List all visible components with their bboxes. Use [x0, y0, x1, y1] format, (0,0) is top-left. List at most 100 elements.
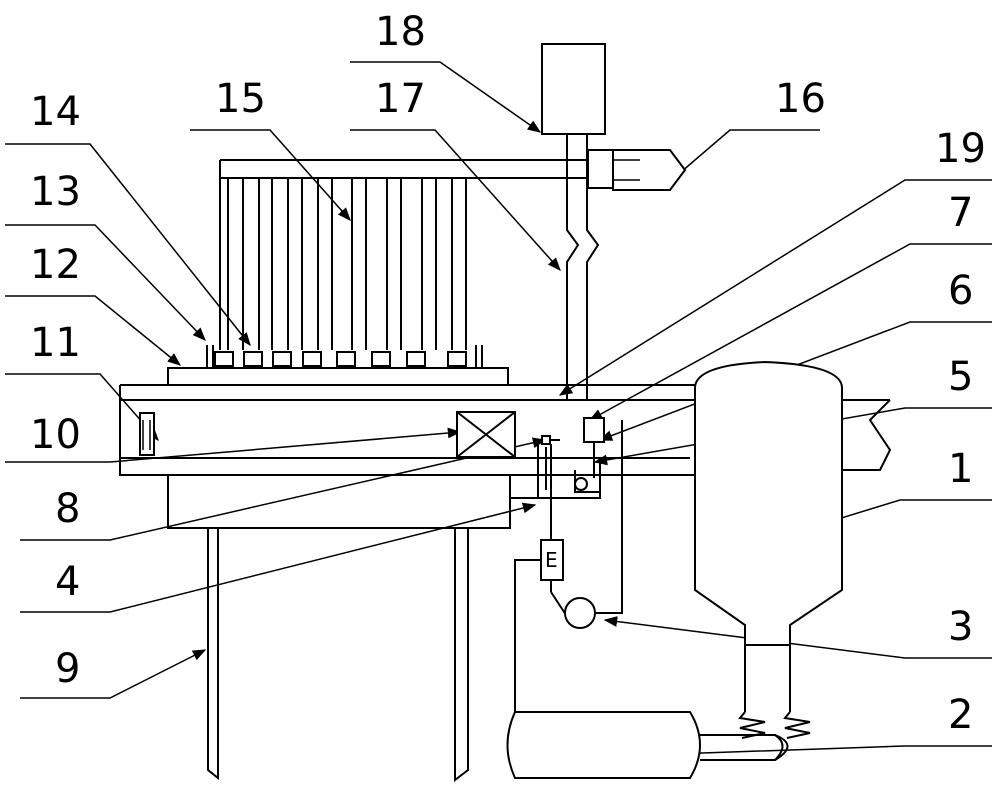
holder-1 [214, 351, 234, 367]
leader-4 [20, 502, 537, 613]
rod-1 [227, 178, 244, 350]
pulley [574, 477, 588, 491]
label-5: 5 [948, 354, 973, 400]
pump-wire [595, 420, 623, 614]
leader-7 [588, 243, 992, 421]
top-motor-assembly [541, 43, 606, 400]
label-12: 12 [30, 242, 81, 288]
side-motor-detail [613, 159, 640, 181]
leader-10 [5, 427, 462, 463]
side-motor [612, 149, 687, 191]
rod-array [219, 160, 467, 350]
leader-11 [5, 373, 159, 442]
holder-post-right [475, 345, 483, 368]
holder-2 [243, 351, 263, 367]
leader-17 [350, 129, 561, 272]
platform [167, 367, 509, 386]
leader-14 [5, 143, 251, 347]
leg-right [454, 528, 469, 783]
leader-18 [350, 61, 542, 133]
housing-outline [167, 475, 511, 529]
inner-pipe [537, 440, 547, 498]
tank-body [694, 360, 843, 646]
label-18: 18 [375, 9, 426, 55]
cylinder-tube-end [774, 734, 789, 761]
label-9: 9 [55, 646, 80, 692]
cylinder-tube [700, 734, 784, 761]
float-element [583, 417, 605, 443]
end-block [139, 412, 155, 456]
rod-3 [287, 178, 303, 350]
side-motor-assembly [220, 149, 687, 191]
meter-wire [514, 559, 541, 722]
rod-5 [351, 178, 367, 350]
label-19: 19 [935, 126, 986, 172]
side-coupling [587, 149, 614, 189]
end-block-detail [142, 420, 151, 450]
leader-3 [603, 616, 992, 659]
holders [206, 345, 483, 368]
rod-8 [451, 178, 467, 350]
pump-circle [564, 597, 596, 629]
motor-box [541, 43, 606, 135]
leader-16 [658, 129, 820, 191]
label-17: 17 [375, 76, 426, 122]
holder-5 [336, 351, 356, 367]
label-8: 8 [55, 486, 80, 532]
holder-8 [447, 351, 467, 367]
label-13: 13 [30, 169, 81, 215]
leg-left [207, 528, 219, 781]
label-3: 3 [948, 604, 973, 650]
channel-break-right [842, 399, 892, 471]
label-10: 10 [30, 412, 81, 458]
pulley-frame [574, 470, 600, 493]
legs [207, 528, 469, 783]
leader-9 [20, 649, 207, 699]
meter-symbol: E [545, 548, 558, 572]
holder-6 [371, 351, 391, 367]
sensor-assembly [538, 417, 605, 619]
leader-12 [5, 295, 182, 366]
leader-19 [558, 179, 992, 396]
leader-13 [5, 224, 206, 341]
rod-2 [258, 178, 273, 350]
label-16: 16 [775, 76, 826, 122]
label-15: 15 [215, 76, 266, 122]
vertical-shaft-right [586, 134, 600, 400]
spring-right [783, 711, 811, 739]
holder-7 [406, 351, 426, 367]
label-11: 11 [30, 320, 81, 366]
meter-assembly: E [514, 420, 623, 722]
vertical-shaft-left [566, 134, 580, 400]
leader-15 [190, 129, 351, 222]
holder-post-left [206, 345, 214, 368]
tank-outlet [744, 645, 791, 712]
housing-pipe [510, 458, 601, 499]
valve-cross [456, 411, 516, 458]
label-14: 14 [30, 89, 81, 135]
leader-2 [643, 745, 992, 760]
label-1: 1 [948, 446, 973, 492]
cylinder-body [506, 711, 701, 779]
label-2: 2 [948, 692, 973, 738]
holder-4 [302, 351, 322, 367]
rod-6 [386, 178, 402, 350]
channel-outer [119, 385, 700, 476]
rod-7 [421, 178, 437, 350]
cylinder [506, 711, 789, 779]
label-4: 4 [55, 559, 80, 605]
leader-lines [5, 61, 992, 760]
tank [694, 360, 843, 739]
label-6: 6 [948, 268, 973, 314]
valve [456, 411, 516, 458]
spring-left [738, 711, 766, 739]
sensor-head [541, 435, 551, 445]
label-7: 7 [948, 190, 973, 236]
lower-housing [167, 440, 601, 529]
component-labels: 18 17 15 14 13 12 11 10 8 4 9 16 19 7 6 … [30, 9, 986, 738]
sensor-wire [550, 444, 569, 619]
holder-3 [272, 351, 292, 367]
rod-4 [317, 178, 333, 350]
leader-8 [20, 437, 547, 541]
